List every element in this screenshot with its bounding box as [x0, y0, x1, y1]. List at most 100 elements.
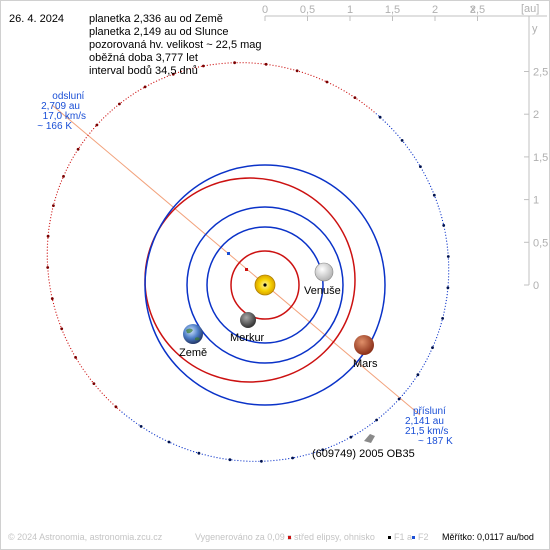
orbit-dot	[438, 208, 440, 210]
aphelion-speed: 17,0 km/s	[43, 111, 86, 122]
orbit-dot	[230, 62, 232, 64]
orbit-dot	[47, 273, 49, 275]
x-tick-label: 0	[262, 4, 268, 16]
orbit-dot	[50, 291, 52, 293]
orbit-dot	[258, 460, 260, 462]
orbit-dot	[413, 156, 416, 158]
orbit-dot	[423, 172, 425, 174]
orbit-position-marker	[264, 62, 268, 66]
orbit-position-marker	[46, 234, 50, 238]
orbit-dot	[126, 415, 128, 417]
orbit-dot	[48, 282, 51, 284]
orbit-dot	[181, 447, 183, 449]
info-line: planetka 2,149 au od Slunce	[89, 26, 228, 38]
legend-f1-text: F1 a	[394, 532, 412, 542]
orbit-dot	[367, 426, 369, 428]
orbit-dot	[74, 154, 76, 156]
orbit-dot	[408, 149, 410, 151]
date-label: 26. 4. 2024	[9, 13, 64, 25]
orbit-dot	[87, 134, 89, 136]
orbit-dot	[422, 366, 424, 368]
orbit-dot	[67, 167, 69, 169]
orbit-dot	[431, 188, 433, 190]
orbit-dot	[380, 415, 383, 417]
orbit-dot	[60, 325, 62, 328]
inner-blue-orbit	[144, 164, 386, 406]
orbit-dot	[395, 132, 397, 134]
orbit-dot	[435, 339, 437, 341]
orbit-dot	[135, 91, 137, 93]
orbit-dot	[213, 456, 215, 458]
orbit-dot	[445, 237, 447, 239]
orbit-dot	[346, 91, 348, 93]
orbit-dot	[105, 115, 107, 117]
orbit-dot	[356, 98, 358, 100]
orbit-dot	[341, 441, 343, 443]
orbit-dot	[344, 439, 346, 441]
orbit-position-marker	[416, 373, 420, 377]
mars-label: Mars	[353, 358, 378, 370]
orbit-dot	[57, 317, 59, 319]
orbit-dot	[175, 72, 177, 74]
venus-icon	[314, 262, 334, 282]
orbit-dot	[46, 246, 49, 248]
orbit-dot	[324, 80, 326, 82]
orbit-dot	[159, 437, 161, 439]
orbit-dot	[227, 62, 229, 64]
orbit-position-marker	[228, 458, 232, 462]
orbit-dot	[436, 337, 438, 339]
orbit-dot	[85, 137, 87, 139]
perihelion-title: přísluní	[413, 406, 446, 417]
orbit-position-marker	[400, 139, 404, 142]
orbit-dot	[224, 62, 226, 64]
orbit-dot	[59, 323, 61, 325]
orbit-dot	[239, 62, 241, 64]
orbit-dot	[403, 392, 405, 394]
orbit-dot	[415, 159, 417, 161]
orbit-dot	[444, 231, 446, 233]
orbit-dot	[414, 378, 416, 380]
orbit-position-marker	[260, 459, 263, 463]
orbit-dot	[120, 101, 122, 104]
orbit-dot	[314, 451, 316, 454]
orbit-dot	[234, 459, 236, 461]
orbit-dot	[51, 211, 53, 213]
legend-f1-marker	[388, 536, 391, 539]
orbit-position-marker	[397, 397, 401, 401]
orbit-dot	[133, 420, 135, 423]
orbit-dot	[328, 447, 330, 449]
orbit-dot	[446, 297, 448, 299]
info-line: interval bodů 34,5 dnů	[89, 65, 198, 77]
orbit-position-marker	[446, 255, 450, 258]
orbit-dot	[216, 457, 218, 459]
orbit-dot	[423, 363, 425, 365]
mercury-icon	[240, 312, 256, 328]
earth-continents	[186, 328, 200, 341]
orbit-dot	[99, 390, 101, 392]
mercury-orbit	[230, 250, 300, 320]
orbit-dot	[405, 390, 407, 392]
orbit-dot	[378, 417, 380, 419]
orbit-dot	[330, 83, 332, 85]
orbit-dot	[89, 378, 91, 380]
orbit-position-marker	[118, 102, 121, 106]
orbit-dot	[62, 331, 64, 333]
orbit-dot	[302, 455, 304, 457]
orbit-dot	[279, 459, 281, 461]
orbit-position-marker	[419, 165, 422, 169]
orbit-dot	[128, 417, 130, 419]
orbit-dot	[439, 211, 441, 213]
orbit-dot	[275, 65, 277, 67]
orbit-position-marker	[114, 405, 118, 409]
orbit-dot	[441, 320, 443, 322]
orbit-dot	[373, 111, 375, 113]
orbit-dot	[447, 279, 450, 281]
orbit-dot	[445, 299, 447, 302]
orbit-dot	[78, 146, 80, 148]
x-tick-label: 2	[432, 4, 438, 16]
orbit-dot	[209, 64, 211, 66]
info-line: oběžná doba 3,777 let	[89, 52, 198, 64]
orbit-dot	[448, 270, 450, 272]
